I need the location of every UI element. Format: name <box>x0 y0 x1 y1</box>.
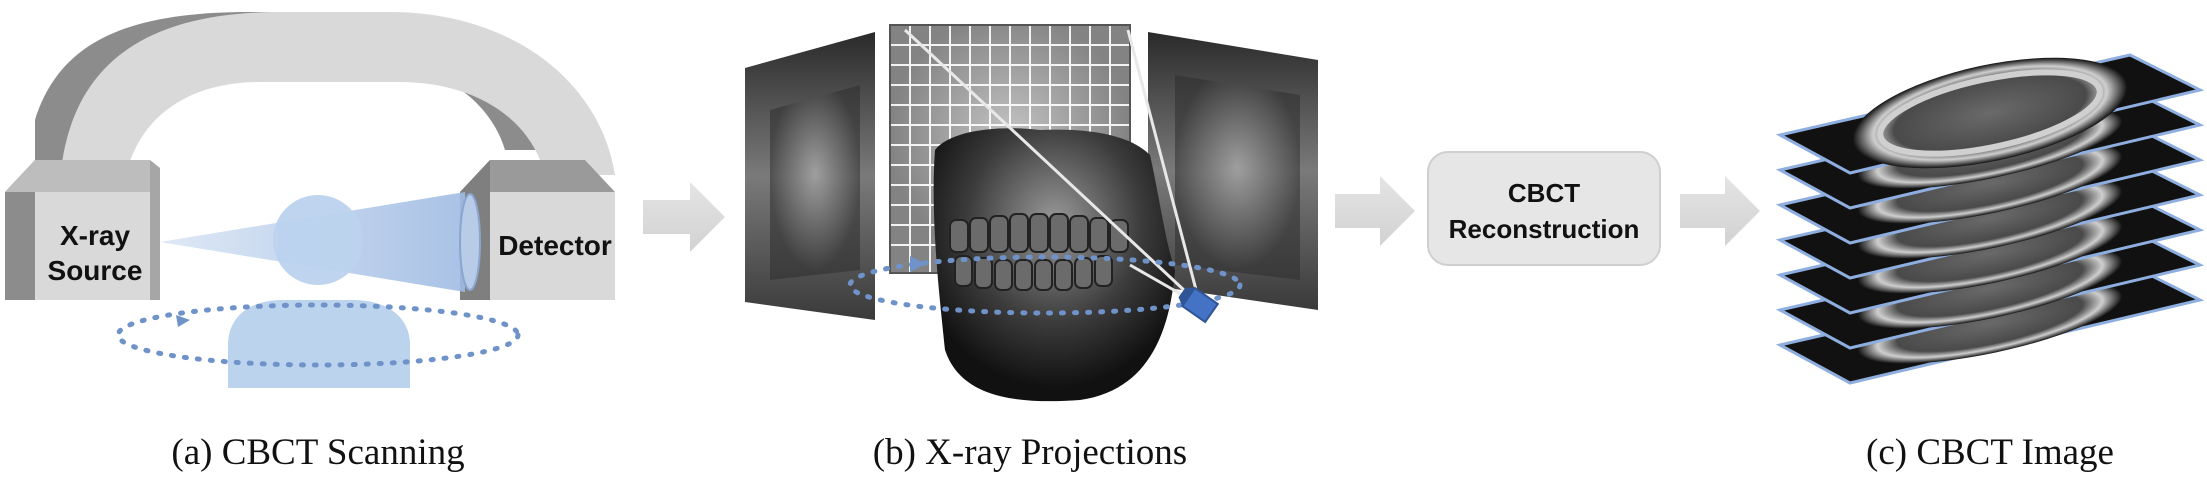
source-label-line1: X-ray <box>60 220 130 251</box>
caption-projections: (b) X-ray Projections <box>873 432 1187 473</box>
xray-source-icon <box>1178 286 1220 324</box>
flow-arrow-icon <box>1680 176 1760 246</box>
gantry-arch <box>60 12 615 180</box>
orbit-arrowhead-icon <box>176 315 190 327</box>
source-label-line2: Source <box>48 255 143 286</box>
scanning-panel: X-ray Source Detector <box>5 12 615 388</box>
detector-icon <box>459 193 481 291</box>
flow-arrow-icon <box>643 182 725 252</box>
caption-image: (c) CBCT Image <box>1866 432 2114 473</box>
detector-label: Detector <box>498 230 612 261</box>
teeth-row <box>949 213 1129 291</box>
reconstruction-label-line1: CBCT <box>1508 178 1580 208</box>
caption-scanning: (a) CBCT Scanning <box>171 432 464 473</box>
orbit-icon <box>115 302 521 368</box>
projections-panel <box>745 24 1318 402</box>
ct-slice <box>1775 53 2205 175</box>
reconstruction-label-line2: Reconstruction <box>1449 214 1640 244</box>
reconstruction-box: CBCT Reconstruction <box>1427 151 1661 266</box>
detector-housing: Detector <box>460 160 615 300</box>
projection-orbit-icon <box>847 254 1243 316</box>
projection-orbit-arrowhead-icon <box>910 256 926 272</box>
flow-arrow-icon <box>1335 176 1415 246</box>
cbct-image-panel <box>1775 53 2205 385</box>
xray-source-housing: X-ray Source <box>5 160 160 300</box>
